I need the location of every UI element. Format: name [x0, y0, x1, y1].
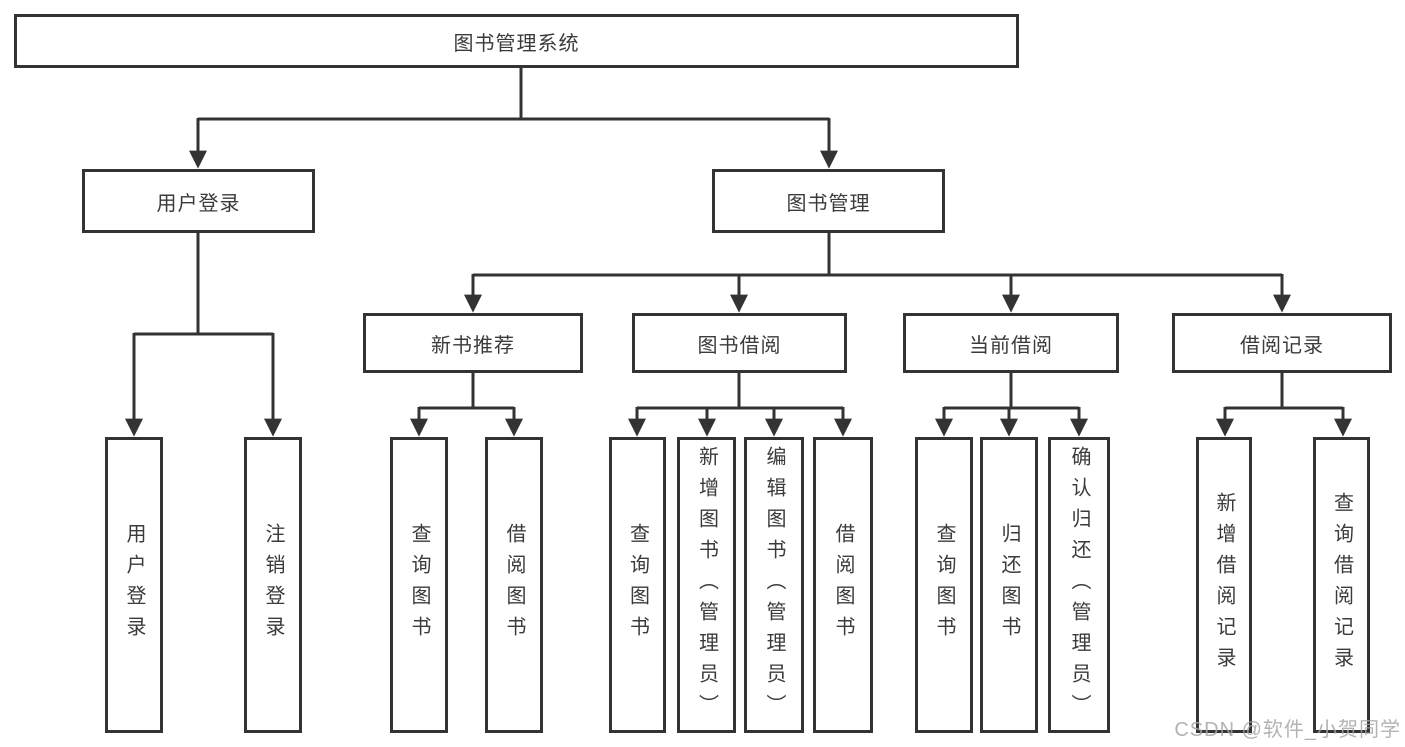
node-root: 图书管理系统: [14, 14, 1019, 68]
node-root-label: 图书管理系统: [453, 32, 580, 55]
node-book-borrow: 图书借阅: [632, 313, 847, 373]
leaf-query-book-current: 查询图书: [915, 437, 973, 733]
leaf-query-book-borrow: 查询图书: [609, 437, 666, 733]
leaf-borrow-book-borrow-label: 借阅图书: [832, 523, 854, 647]
leaf-return-book: 归还图书: [980, 437, 1038, 733]
connector-new-book-children: [410, 373, 523, 437]
connector-root-to-level2: [189, 67, 838, 169]
leaf-edit-book-admin-label: 编辑图书（管理员）: [763, 445, 785, 725]
connector-user-login-children: [125, 233, 282, 437]
csdn-watermark: CSDN @软件_小贺同学: [1174, 719, 1401, 741]
leaf-confirm-return-admin: 确认归还（管理员）: [1048, 437, 1110, 733]
leaf-query-borrow-record: 查询借阅记录: [1313, 437, 1370, 733]
leaf-user-login: 用户登录: [105, 437, 163, 733]
leaf-return-book-label: 归还图书: [998, 523, 1020, 647]
leaf-borrow-book-newbook: 借阅图书: [485, 437, 543, 733]
connector-book-mgmt-to-level3: [464, 233, 1291, 313]
leaf-query-book-newbook: 查询图书: [390, 437, 448, 733]
connector-current-borrow-children: [935, 373, 1088, 437]
node-book-management-label: 图书管理: [786, 192, 871, 215]
node-current-borrow-label: 当前借阅: [969, 334, 1053, 357]
node-borrow-records: 借阅记录: [1172, 313, 1392, 373]
leaf-confirm-return-admin-label: 确认归还（管理员）: [1068, 445, 1090, 725]
leaf-query-book-newbook-label: 查询图书: [408, 523, 430, 647]
node-user-login: 用户登录: [82, 169, 315, 233]
leaf-add-borrow-record: 新增借阅记录: [1196, 437, 1252, 733]
node-book-borrow-label: 图书借阅: [697, 334, 782, 357]
leaf-query-book-current-label: 查询图书: [933, 523, 955, 647]
node-new-book-recommend: 新书推荐: [363, 313, 583, 373]
leaf-logout-label: 注销登录: [262, 523, 284, 647]
leaf-edit-book-admin: 编辑图书（管理员）: [744, 437, 804, 733]
connector-borrow-records-children: [1216, 373, 1352, 437]
leaf-borrow-book-borrow: 借阅图书: [813, 437, 873, 733]
leaf-query-borrow-record-label: 查询借阅记录: [1330, 492, 1353, 678]
leaf-query-book-borrow-label: 查询图书: [626, 523, 649, 647]
node-new-book-recommend-label: 新书推荐: [431, 334, 515, 357]
connector-book-borrow-children: [628, 373, 852, 437]
leaf-logout: 注销登录: [244, 437, 302, 733]
leaf-borrow-book-newbook-label: 借阅图书: [503, 523, 525, 647]
leaf-user-login-label: 用户登录: [123, 523, 145, 647]
leaf-add-borrow-record-label: 新增借阅记录: [1213, 492, 1235, 678]
node-user-login-label: 用户登录: [156, 192, 241, 215]
node-book-management: 图书管理: [712, 169, 945, 233]
leaf-add-book-admin: 新增图书（管理员）: [677, 437, 736, 733]
node-borrow-records-label: 借阅记录: [1240, 334, 1324, 357]
leaf-add-book-admin-label: 新增图书（管理员）: [695, 445, 718, 725]
node-current-borrow: 当前借阅: [903, 313, 1119, 373]
